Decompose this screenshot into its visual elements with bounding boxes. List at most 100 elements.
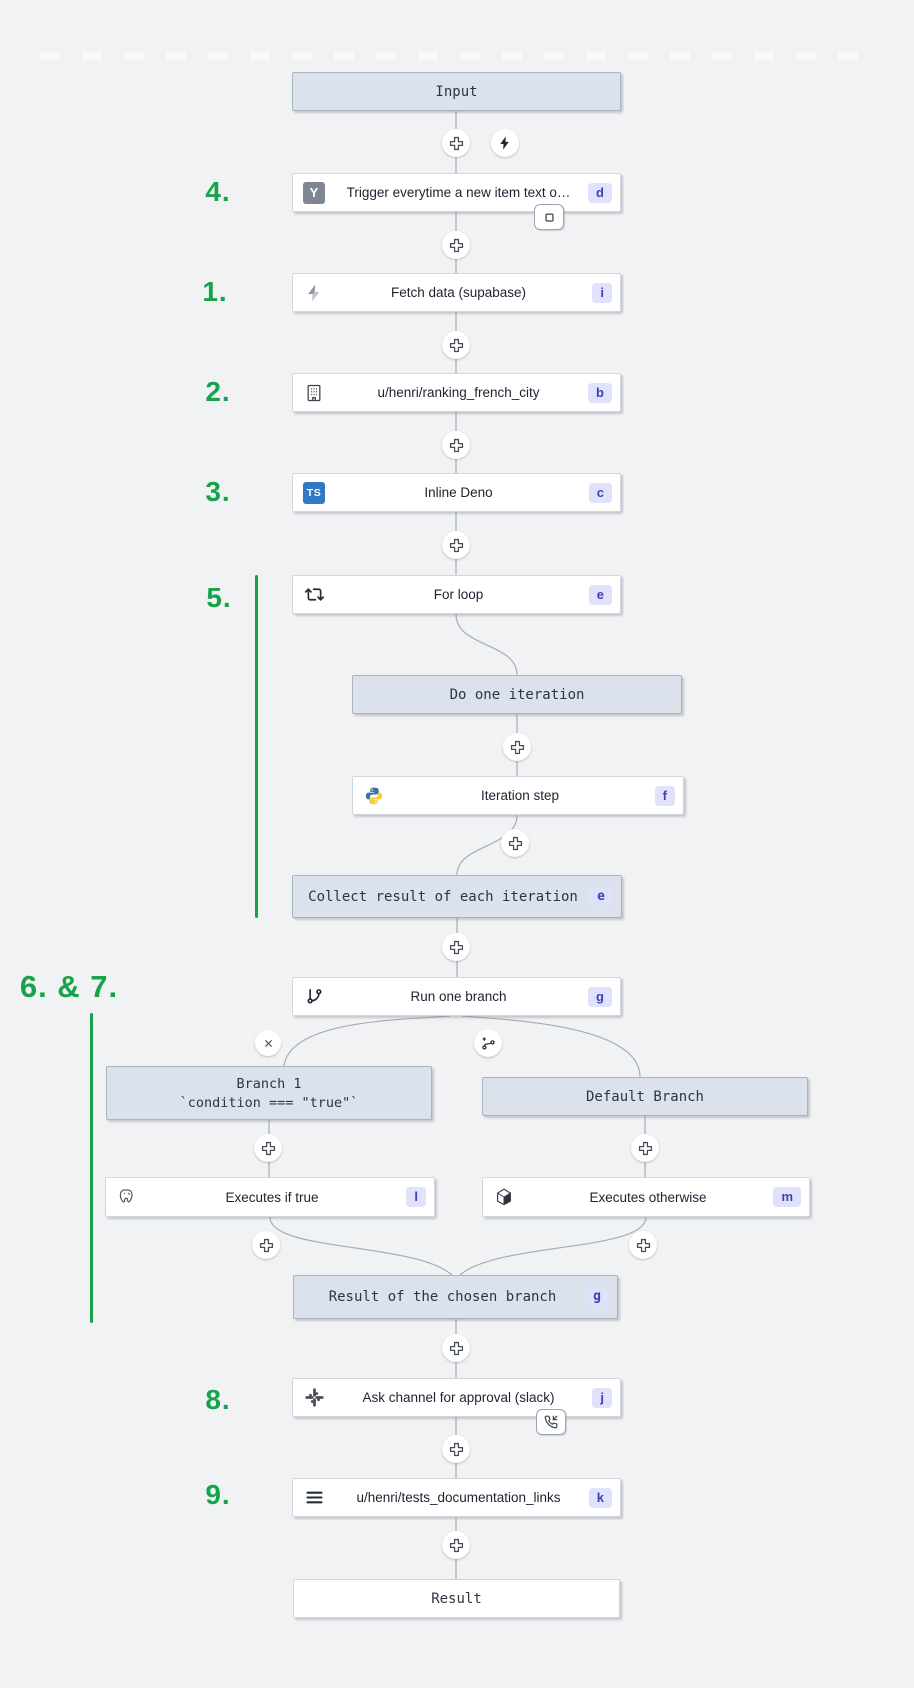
node-trigger[interactable]: Y Trigger everytime a new item text o… d bbox=[292, 173, 621, 212]
step-id-badge: f bbox=[654, 785, 675, 806]
add-step-button[interactable] bbox=[254, 1134, 282, 1162]
node-collect-results[interactable]: Collect result of each iteration e bbox=[292, 875, 622, 918]
annotation-step-2: 2. bbox=[205, 376, 231, 407]
step-id-badge: c bbox=[588, 482, 612, 503]
add-step-button[interactable] bbox=[252, 1231, 280, 1259]
plus-icon bbox=[636, 1238, 650, 1252]
step-id-badge: e bbox=[588, 584, 612, 605]
slack-icon bbox=[303, 1387, 325, 1409]
supabase-bolt-icon bbox=[303, 282, 325, 304]
annotation-step-8: 8. bbox=[205, 1384, 231, 1415]
add-step-button[interactable] bbox=[442, 933, 470, 961]
node-for-loop[interactable]: For loop e bbox=[292, 575, 621, 614]
plus-icon bbox=[449, 438, 463, 452]
add-step-button[interactable] bbox=[442, 1435, 470, 1463]
add-step-button[interactable] bbox=[442, 531, 470, 559]
add-step-button[interactable] bbox=[631, 1134, 659, 1162]
add-branch-button[interactable] bbox=[474, 1029, 502, 1057]
add-step-button[interactable] bbox=[442, 1334, 470, 1362]
node-label: Executes if true bbox=[225, 1189, 319, 1205]
node-result[interactable]: Result bbox=[293, 1579, 620, 1618]
annotation-step-3: 3. bbox=[205, 476, 231, 507]
node-label: Inline Deno bbox=[424, 485, 493, 500]
typescript-icon: TS bbox=[303, 481, 325, 504]
node-tests-documentation[interactable]: u/henri/tests_documentation_links k bbox=[292, 1478, 621, 1517]
node-label: For loop bbox=[433, 587, 484, 602]
node-inline-deno[interactable]: TS Inline Deno c bbox=[292, 473, 621, 512]
plus-icon bbox=[510, 740, 524, 754]
plus-icon bbox=[449, 338, 463, 352]
plus-icon bbox=[261, 1141, 275, 1155]
add-step-button[interactable] bbox=[442, 331, 470, 359]
add-step-button[interactable] bbox=[503, 733, 531, 761]
add-step-button[interactable] bbox=[501, 829, 529, 857]
add-step-button[interactable] bbox=[442, 1531, 470, 1559]
node-chosen-branch-result[interactable]: Result of the chosen branch g bbox=[293, 1275, 618, 1319]
building-icon bbox=[303, 382, 325, 404]
node-ask-approval[interactable]: Ask channel for approval (slack) j bbox=[292, 1378, 621, 1417]
step-id-badge: e bbox=[589, 886, 613, 907]
step-id-badge: g bbox=[585, 1287, 609, 1307]
trigger-button[interactable] bbox=[491, 129, 519, 157]
node-label: Fetch data (supabase) bbox=[390, 285, 527, 300]
node-ranking-french-city[interactable]: u/henri/ranking_french_city b bbox=[292, 373, 621, 412]
step-id-badge: d bbox=[588, 182, 612, 203]
canvas-top-dashed-edge bbox=[40, 52, 870, 60]
annotation-step-1: 1. bbox=[202, 276, 228, 307]
plus-icon bbox=[638, 1141, 652, 1155]
bolt-icon bbox=[500, 136, 509, 150]
cube-icon bbox=[493, 1186, 515, 1208]
git-branch-icon bbox=[303, 986, 325, 1008]
add-step-button[interactable] bbox=[629, 1231, 657, 1259]
remove-branch-button[interactable] bbox=[255, 1030, 281, 1056]
plus-icon bbox=[449, 1538, 463, 1552]
node-label: u/henri/ranking_french_city bbox=[377, 385, 540, 400]
step-id-badge: i bbox=[592, 282, 612, 303]
step-id-badge: l bbox=[406, 1187, 426, 1207]
node-label: Trigger everytime a new item text o… bbox=[346, 185, 571, 200]
node-default-branch[interactable]: Default Branch bbox=[482, 1077, 808, 1116]
node-run-one-branch[interactable]: Run one branch g bbox=[292, 977, 621, 1016]
plus-icon bbox=[259, 1238, 273, 1252]
branch-condition: `condition === "true"` bbox=[179, 1094, 359, 1111]
node-label: Do one iteration bbox=[449, 686, 585, 703]
suspend-approval-indicator[interactable] bbox=[536, 1409, 566, 1435]
annotation-step-9: 9. bbox=[205, 1479, 231, 1510]
add-step-button[interactable] bbox=[442, 129, 470, 157]
node-label: Iteration step bbox=[480, 788, 560, 803]
node-fetch-data[interactable]: Fetch data (supabase) i bbox=[292, 273, 621, 312]
add-step-button[interactable] bbox=[442, 231, 470, 259]
add-step-button[interactable] bbox=[442, 431, 470, 459]
step-id-badge: m bbox=[773, 1187, 801, 1207]
annotation-step-6-7: 6. & 7. bbox=[19, 969, 119, 1004]
plus-icon bbox=[508, 836, 522, 850]
node-branch-1[interactable]: Branch 1 `condition === "true"` bbox=[106, 1066, 432, 1120]
node-label: Collect result of each iteration bbox=[308, 888, 578, 905]
node-input[interactable]: Input bbox=[292, 72, 621, 111]
node-label: Input bbox=[435, 83, 478, 100]
plus-icon bbox=[449, 940, 463, 954]
stop-indicator[interactable] bbox=[534, 204, 564, 230]
postgresql-icon bbox=[116, 1186, 138, 1208]
node-do-one-iteration[interactable]: Do one iteration bbox=[352, 675, 682, 714]
annotation-step-5: 5. bbox=[206, 582, 232, 613]
plus-icon bbox=[449, 1442, 463, 1456]
node-executes-if-true[interactable]: Executes if true l bbox=[105, 1177, 435, 1217]
menu-lines-icon bbox=[303, 1487, 325, 1509]
annotation-bracket-step-6-7 bbox=[90, 1013, 93, 1323]
node-iteration-step[interactable]: Iteration step f bbox=[352, 776, 684, 815]
node-label: Run one branch bbox=[410, 989, 507, 1004]
phone-incoming-icon bbox=[544, 1415, 558, 1429]
step-id-badge: b bbox=[588, 382, 612, 403]
step-id-badge: g bbox=[588, 986, 612, 1007]
repeat-icon bbox=[303, 584, 325, 606]
hackernews-y-icon: Y bbox=[303, 181, 325, 204]
node-label: Default Branch bbox=[585, 1088, 704, 1105]
node-executes-otherwise[interactable]: Executes otherwise m bbox=[482, 1177, 810, 1217]
python-icon bbox=[363, 785, 385, 807]
node-label: u/henri/tests_documentation_links bbox=[356, 1490, 561, 1505]
node-label: Result bbox=[431, 1590, 482, 1607]
plus-icon bbox=[449, 1341, 463, 1355]
